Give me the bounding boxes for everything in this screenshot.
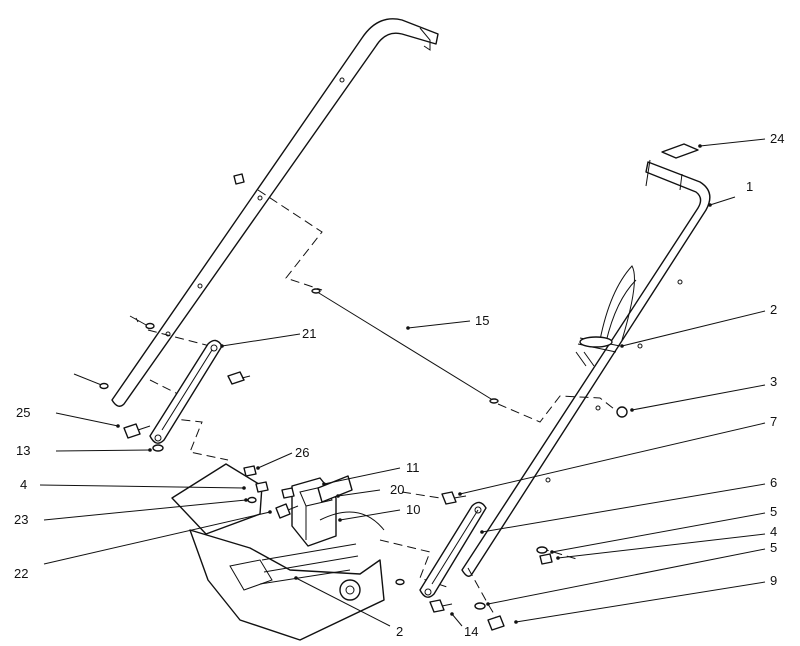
cable-part [311,288,499,404]
mower-deck [171,463,385,641]
callout-5-lower: 5 [770,540,777,555]
callout-24: 24 [770,131,784,146]
callout-9: 9 [770,573,777,588]
callout-15: 15 [475,313,489,328]
callout-7: 7 [770,414,777,429]
callouts: 1 24 2 3 7 6 5 4 5 9 15 21 25 13 26 11 4… [14,131,784,639]
right-handle-tube [461,159,711,577]
leader-lines [39,138,766,627]
callout-2-top: 2 [770,302,777,317]
callout-25: 25 [16,405,30,420]
callout-10: 10 [406,502,420,517]
callout-14: 14 [464,624,478,639]
decal-part [661,143,699,159]
callout-2-bottom: 2 [396,624,403,639]
hardware [73,173,628,631]
callout-3: 3 [770,374,777,389]
control-cable [575,265,637,367]
callout-5-upper: 5 [770,504,777,519]
callout-20: 20 [390,482,404,497]
callout-4-left: 4 [20,477,27,492]
height-adjust-bracket [291,475,353,547]
callout-26: 26 [295,445,309,460]
callout-11: 11 [406,460,420,475]
right-bracket [419,501,487,598]
callout-13: 13 [16,443,30,458]
callout-1: 1 [746,179,753,194]
callout-22: 22 [14,566,28,581]
callout-4-right: 4 [770,524,777,539]
left-handle-tube [111,18,439,407]
callout-6: 6 [770,475,777,490]
left-bracket [149,339,223,444]
callout-21: 21 [302,326,316,341]
callout-23: 23 [14,512,28,527]
